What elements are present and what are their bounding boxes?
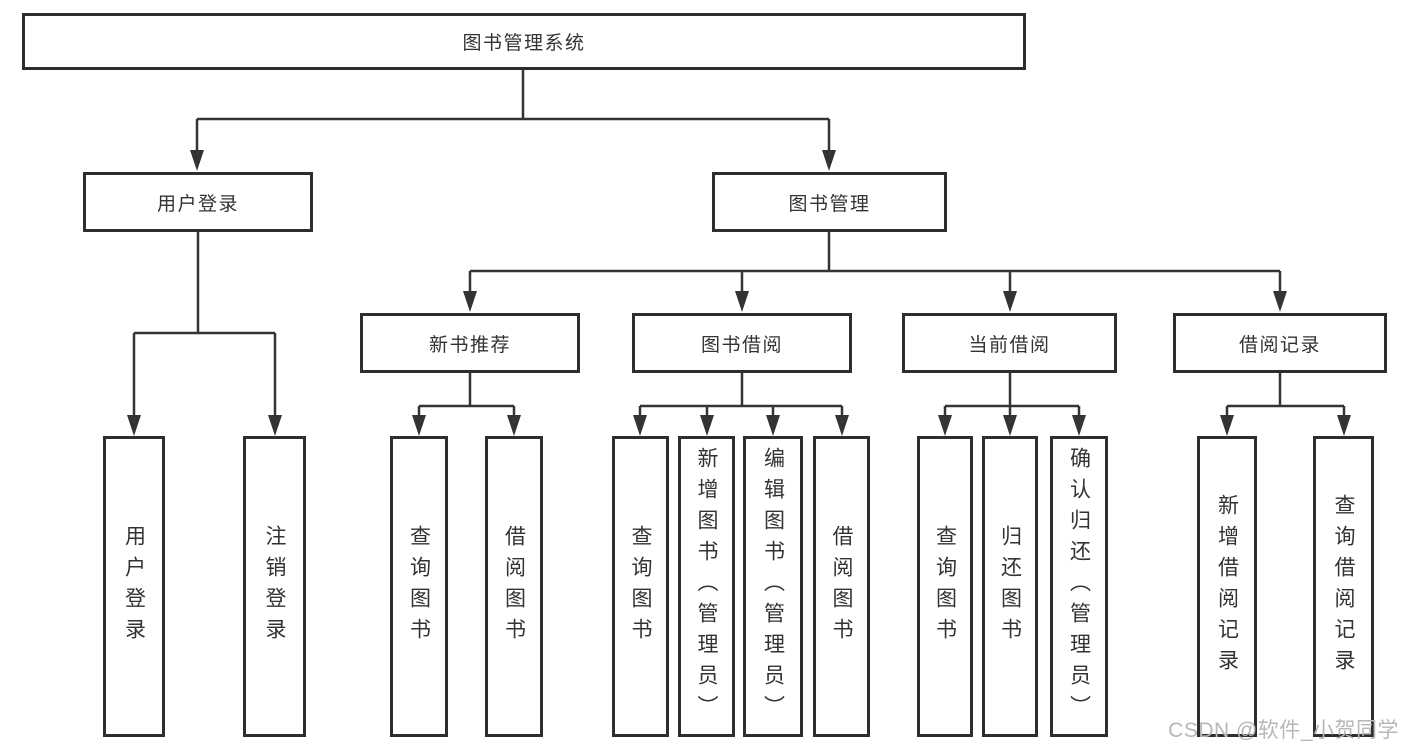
node-library-system: 图书管理系统 xyxy=(22,13,1026,70)
leaf-label: 借阅图书 xyxy=(502,524,526,649)
leaf-label: 借阅图书 xyxy=(830,524,853,649)
leaf-query-books-2: 查询图书 xyxy=(612,436,669,737)
leaf-label: 查询图书 xyxy=(407,524,431,649)
leaf-add-book-admin: 新增图书（管理员） xyxy=(678,436,735,737)
leaf-query-borrow-record: 查询借阅记录 xyxy=(1313,436,1374,737)
leaf-label: 新增图书（管理员） xyxy=(695,447,718,726)
node-label: 图书借阅 xyxy=(700,334,783,356)
node-user-login: 用户登录 xyxy=(83,172,313,232)
leaf-label: 编辑图书（管理员） xyxy=(761,447,785,726)
leaf-label: 归还图书 xyxy=(998,524,1022,649)
leaf-label: 查询图书 xyxy=(629,524,652,649)
node-label: 用户登录 xyxy=(156,193,239,215)
leaf-label: 用户登录 xyxy=(122,524,146,649)
leaf-borrow-books-1: 借阅图书 xyxy=(485,436,543,737)
leaf-borrow-books-2: 借阅图书 xyxy=(813,436,870,737)
leaf-label: 查询图书 xyxy=(933,524,957,649)
node-label: 图书管理 xyxy=(788,193,871,215)
leaf-label: 新增借阅记录 xyxy=(1215,493,1239,680)
leaf-return-books: 归还图书 xyxy=(982,436,1038,737)
watermark: CSDN @软件_小贺同学 xyxy=(1168,719,1399,742)
leaf-label: 确认归还（管理员） xyxy=(1067,447,1091,726)
leaf-user-login: 用户登录 xyxy=(103,436,165,737)
node-new-book-recommend: 新书推荐 xyxy=(360,313,580,373)
node-book-management: 图书管理 xyxy=(712,172,947,232)
node-current-borrow: 当前借阅 xyxy=(902,313,1117,373)
leaf-label: 注销登录 xyxy=(263,524,286,649)
node-book-borrow: 图书借阅 xyxy=(632,313,852,373)
leaf-label: 查询借阅记录 xyxy=(1332,493,1355,680)
leaf-query-books-1: 查询图书 xyxy=(390,436,448,737)
node-label: 借阅记录 xyxy=(1238,334,1321,356)
node-label: 新书推荐 xyxy=(428,334,511,356)
leaf-query-books-3: 查询图书 xyxy=(917,436,973,737)
node-label: 图书管理系统 xyxy=(462,33,586,54)
leaf-edit-book-admin: 编辑图书（管理员） xyxy=(743,436,803,737)
leaf-add-borrow-record: 新增借阅记录 xyxy=(1197,436,1257,737)
node-label: 当前借阅 xyxy=(968,334,1051,356)
arrowhead-icons xyxy=(127,150,1351,436)
leaf-logout: 注销登录 xyxy=(243,436,306,737)
leaf-confirm-return-admin: 确认归还（管理员） xyxy=(1050,436,1108,737)
node-borrow-records: 借阅记录 xyxy=(1173,313,1387,373)
